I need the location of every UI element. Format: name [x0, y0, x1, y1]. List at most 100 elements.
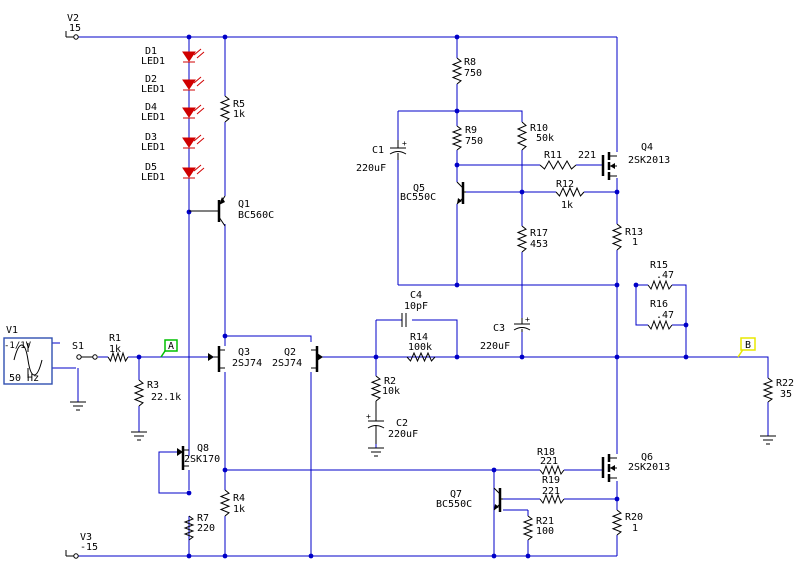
transistor-q7: Q7 BC550C — [436, 487, 503, 512]
source-v1-value: -1/1V — [4, 341, 32, 351]
source-v1: V1 -1/1V 50 Hz — [3, 325, 53, 385]
led-name: D4 — [145, 102, 157, 113]
transistor-q4: Q4 2SK2013 — [601, 142, 670, 180]
resistor-value: 1k — [233, 109, 245, 120]
led-model: LED1 — [141, 172, 165, 183]
ground-symbols — [70, 401, 776, 457]
resistor-value: 100 — [536, 526, 554, 537]
resistor-name: R4 — [233, 493, 245, 504]
source-v1-freq: 50 Hz — [9, 373, 39, 384]
resistor-value: 22.1k — [151, 392, 181, 403]
cap-c1-value: 220uF — [356, 163, 386, 174]
led-model: LED1 — [141, 112, 165, 123]
led-model: LED1 — [141, 56, 165, 67]
resistor-name: R7 — [197, 513, 209, 524]
resistor-value: 750 — [465, 136, 483, 147]
resistor-value: .47 — [656, 270, 674, 281]
resistor-name: R12 — [556, 179, 574, 190]
transistor-q2-model: 2SJ74 — [272, 358, 302, 369]
resistor-value: 1 — [632, 237, 638, 248]
resistor-name: R8 — [464, 57, 476, 68]
supply-v3: V3 -15 — [65, 532, 98, 559]
resistor-value: 100k — [408, 342, 432, 353]
led-model: LED1 — [141, 84, 165, 95]
resistor-name: R17 — [530, 228, 548, 239]
supply-v3-value: -15 — [80, 542, 98, 553]
transistor-q5: Q5 BC550C — [400, 181, 466, 205]
transistor-q2-name: Q2 — [284, 347, 296, 358]
probe-b-label: B — [745, 340, 751, 351]
supply-v2: V2 15 — [65, 13, 81, 40]
led-name: D1 — [145, 46, 157, 57]
resistor-name: R21 — [536, 516, 554, 527]
resistor-value: 1 — [632, 523, 638, 534]
resistor-name: R18 — [537, 447, 555, 458]
led-name: D3 — [145, 132, 157, 143]
cap-c2-name: C2 — [396, 418, 408, 429]
probe-a: A — [160, 339, 178, 358]
probe-b: B — [737, 337, 756, 358]
cap-c2: + C2 220uF — [366, 401, 418, 444]
led-name: D5 — [145, 162, 157, 173]
transistor-q4-name: Q4 — [641, 142, 653, 153]
transistor-q2: Q2 2SJ74 — [272, 346, 323, 372]
junctions — [136, 34, 689, 559]
resistor-value: 453 — [530, 239, 548, 250]
resistor-name: R14 — [410, 332, 428, 343]
resistor-value: .47 — [656, 310, 674, 321]
resistor-name: R1 — [109, 333, 121, 344]
transistor-q8: Q8 2SK170 — [177, 443, 220, 470]
resistor-name: R9 — [465, 125, 477, 136]
resistor-value: 220 — [197, 523, 215, 534]
resistors: R11kR210kR322.1kR41kR51kR7220R8750R9750R… — [107, 57, 794, 541]
resistor-name: R3 — [147, 380, 159, 391]
resistor-value: 1k — [109, 344, 121, 355]
cap-c3-value: 220uF — [480, 341, 510, 352]
cap-c4-value: 10pF — [404, 301, 428, 312]
cap-c4: C4 10pF — [401, 290, 428, 327]
transistor-q1-model: BC560C — [238, 210, 274, 221]
svg-text:+: + — [402, 139, 407, 148]
resistor-value: 10k — [382, 386, 400, 397]
resistor-r16: R16.47 — [647, 299, 674, 331]
led-model: LED1 — [141, 142, 165, 153]
transistor-q3-model: 2SJ74 — [232, 358, 262, 369]
resistor-name: R11 — [544, 150, 562, 161]
transistor-q1: Q1 BC560C — [189, 195, 274, 227]
cap-c3: + C3 220uF — [480, 315, 531, 352]
transistor-q6-name: Q6 — [641, 452, 653, 463]
resistor-value: 221 — [578, 150, 596, 161]
resistor-name: R22 — [776, 378, 794, 389]
cap-c4-name: C4 — [410, 290, 422, 301]
resistor-name: R15 — [650, 260, 668, 271]
transistor-q8-model: 2SK170 — [184, 454, 220, 465]
resistor-value: 221 — [542, 486, 560, 497]
supply-v2-value: 15 — [69, 23, 81, 34]
switch-s1-label: S1 — [72, 341, 84, 352]
svg-text:+: + — [525, 315, 530, 324]
resistor-name: R2 — [384, 376, 396, 387]
cap-c1: + C1 220uF — [356, 139, 407, 174]
transistor-q6-model: 2SK2013 — [628, 462, 670, 473]
probe-a-label: A — [168, 341, 174, 352]
resistor-value: 50k — [536, 133, 554, 144]
